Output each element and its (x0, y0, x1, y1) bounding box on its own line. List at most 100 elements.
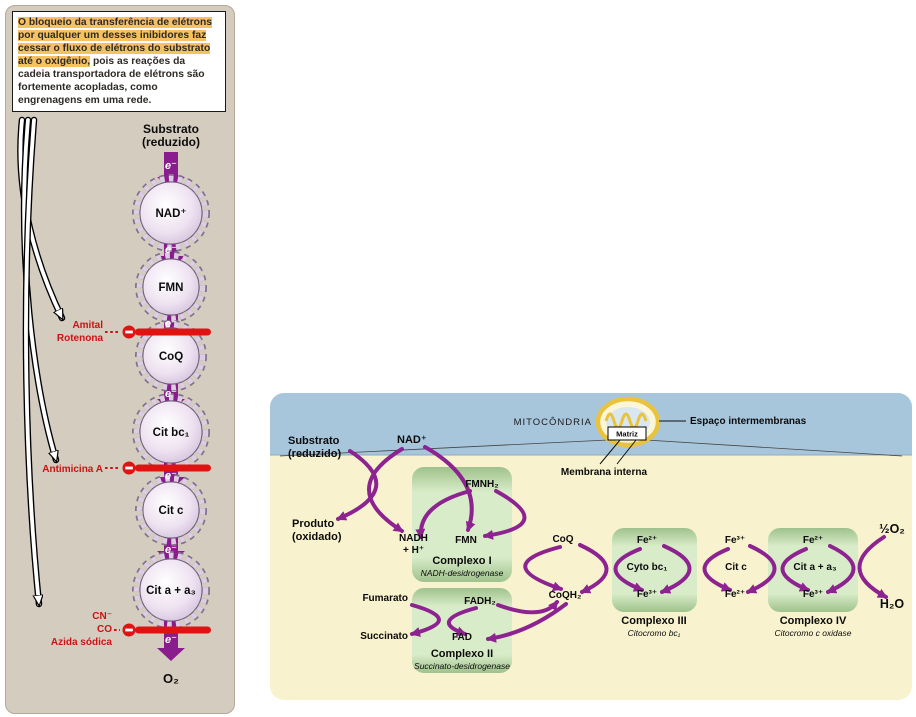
nadh-label-line2: + H⁺ (403, 545, 424, 556)
note-plain-text: pois as reações da cadeia transportadora… (18, 56, 205, 106)
h2o-label: H₂O (880, 597, 905, 611)
coq-label: CoQ (552, 534, 573, 545)
membrane-diagram-graphic: Matriz MITOCÔNDRIA Espaço intermembranas… (270, 393, 912, 673)
gear-label-cit-bc1: Cit bc₁ (153, 427, 190, 439)
mitocondria-label: MITOCÔNDRIA (514, 417, 592, 428)
nadh-label-line1: NADH (399, 533, 428, 544)
electron-label: e⁻ (165, 634, 177, 646)
arrow-fadh2-to-coqh2 (496, 600, 559, 615)
produto-oxidado-label: (oxidado) (292, 531, 342, 543)
citc-fe2-label: Fe²⁺ (725, 589, 745, 600)
complexo-i-subtitle: NADH-desidrogenase (421, 568, 504, 578)
complexo-ii-subtitle: Succinato-desidrogenase (414, 661, 510, 671)
callout-arrow-3 (24, 118, 39, 604)
gear-teeth (133, 552, 209, 628)
gear-teeth (136, 252, 206, 322)
inhibitor-label: CN⁻ (92, 611, 112, 622)
arrow-ciii-fe-cycle (613, 547, 644, 592)
gear-label-fmn: FMN (159, 282, 184, 294)
arrow-coq-to-coqh2 (523, 545, 563, 592)
arrow-fmnh2-to-nadh (415, 489, 472, 539)
electron-label: e⁻ (165, 244, 177, 256)
electron-label: e⁻ (165, 160, 177, 172)
minus-glyph (125, 330, 133, 334)
substrato-label: Substrato (143, 122, 199, 136)
inhibitor-label: Amital (72, 320, 103, 331)
arrow-civ-fe-cycle (780, 547, 810, 592)
civ-fe2-label: Fe²⁺ (803, 535, 823, 546)
fmnh2-label: FMNH₂ (465, 479, 498, 490)
complexo-iv-label: Complexo IV (780, 615, 847, 627)
substrato-reduzido-label: (reduzido) (288, 448, 341, 460)
electron-labels: e⁻ e⁻ e⁻ e⁻ e⁻ e⁻ e⁻ (165, 160, 177, 646)
inhibitor-block-bar (135, 626, 211, 634)
cyto-bc1-label: Cyto bc₁ (627, 562, 668, 573)
substrato-label: Substrato (288, 435, 340, 447)
electron-transfer-arrows (336, 445, 888, 643)
citc-fe3-label: Fe³⁺ (725, 535, 745, 546)
arrow-coq-to-fad (486, 602, 568, 643)
ciii-fe2-label: Fe²⁺ (637, 535, 657, 546)
note-callout-arrows (17, 116, 66, 604)
complexo-iii-label: Complexo III (621, 615, 686, 627)
gear-body (142, 258, 200, 316)
ciii-fe3-label: Fe³⁺ (637, 589, 657, 600)
electron-label: e⁻ (165, 318, 177, 330)
gear-cit-a-a3: Cit a + a₃ (132, 551, 210, 629)
arrow-citc-to-civ (746, 544, 777, 594)
matriz-label: Matriz (616, 430, 638, 439)
gear-label-nad: NAD⁺ (156, 208, 187, 220)
zoom-line-right (645, 439, 903, 457)
inhibitor-label: Antimicina A (42, 464, 103, 475)
arrow-nad-to-fmn (423, 445, 476, 532)
arrow-substrato-to-produto (336, 449, 379, 521)
gear-cit-c: Cit c (135, 474, 207, 546)
civ-fe3-label: Fe³⁺ (803, 589, 823, 600)
inhibitor-gear-panel: O bloqueio da transferência de elétrons … (5, 5, 235, 714)
complexo-iv-subtitle: Citocromo c oxidase (774, 628, 851, 638)
fad-label: FAD (452, 632, 472, 643)
arrow-o2-to-h2o (857, 535, 888, 599)
matriz-label-box (607, 426, 647, 441)
gear-label-cit-c: Cit c (159, 505, 185, 517)
inhibitor-block-bar (135, 328, 211, 336)
inhibitor-cianeto-co-azida: CN⁻ CO Azida sódica (51, 611, 211, 648)
inhibitor-antimicina: Antimicina A (42, 461, 211, 475)
inhibitor-label: Rotenona (57, 333, 104, 344)
fadh2-label: FADH₂ (464, 596, 496, 607)
gear-fmn: FMN (135, 251, 207, 323)
membrana-callout-line-2 (616, 439, 637, 465)
arrow-fmnh2-to-fmn (483, 489, 527, 540)
gear-body (142, 481, 200, 539)
cristae-icon (604, 412, 648, 430)
espaco-intermembranas-label: Espaço intermembranas (690, 416, 807, 427)
complexo-i-box (412, 467, 512, 582)
gear-label-coq: CoQ (159, 351, 183, 363)
gear-body (139, 400, 203, 464)
callout-arrow-2 (22, 118, 56, 460)
nad-label: NAD⁺ (397, 434, 427, 446)
gear-label-cit-a-a3: Cit a + a₃ (146, 585, 196, 597)
inhibitor-amital-rotenona: Amital Rotenona (57, 320, 211, 344)
complexo-ii-label: Complexo II (431, 648, 493, 660)
half-o2-label: ½O₂ (879, 522, 905, 536)
cit-c-label: Cit c (725, 562, 747, 573)
complexo-i-label: Complexo I (432, 555, 491, 567)
gear-body (139, 181, 203, 245)
electron-label: e⁻ (165, 470, 177, 482)
succinato-label: Succinato (360, 631, 408, 642)
inhibitor-block-bar (135, 464, 211, 472)
fmn-label: FMN (455, 535, 477, 546)
gear-teeth (133, 175, 209, 251)
fumarato-label: Fumarato (362, 593, 408, 604)
intermembrane-space-band (270, 393, 912, 455)
arrow-citc-fe-cycle (702, 547, 732, 592)
mitochondria-membrane-panel: Matriz MITOCÔNDRIA Espaço intermembranas… (270, 393, 912, 700)
arrow-civ-to-oxygen (826, 544, 856, 594)
mitochondrion-icon: Matriz (595, 396, 661, 448)
coqh2-label: CoQH₂ (549, 590, 582, 601)
gear-coq: CoQ (135, 320, 207, 392)
arrow-ciii-to-citc (660, 544, 692, 594)
produto-label: Produto (292, 518, 334, 530)
gear-body (139, 558, 203, 622)
